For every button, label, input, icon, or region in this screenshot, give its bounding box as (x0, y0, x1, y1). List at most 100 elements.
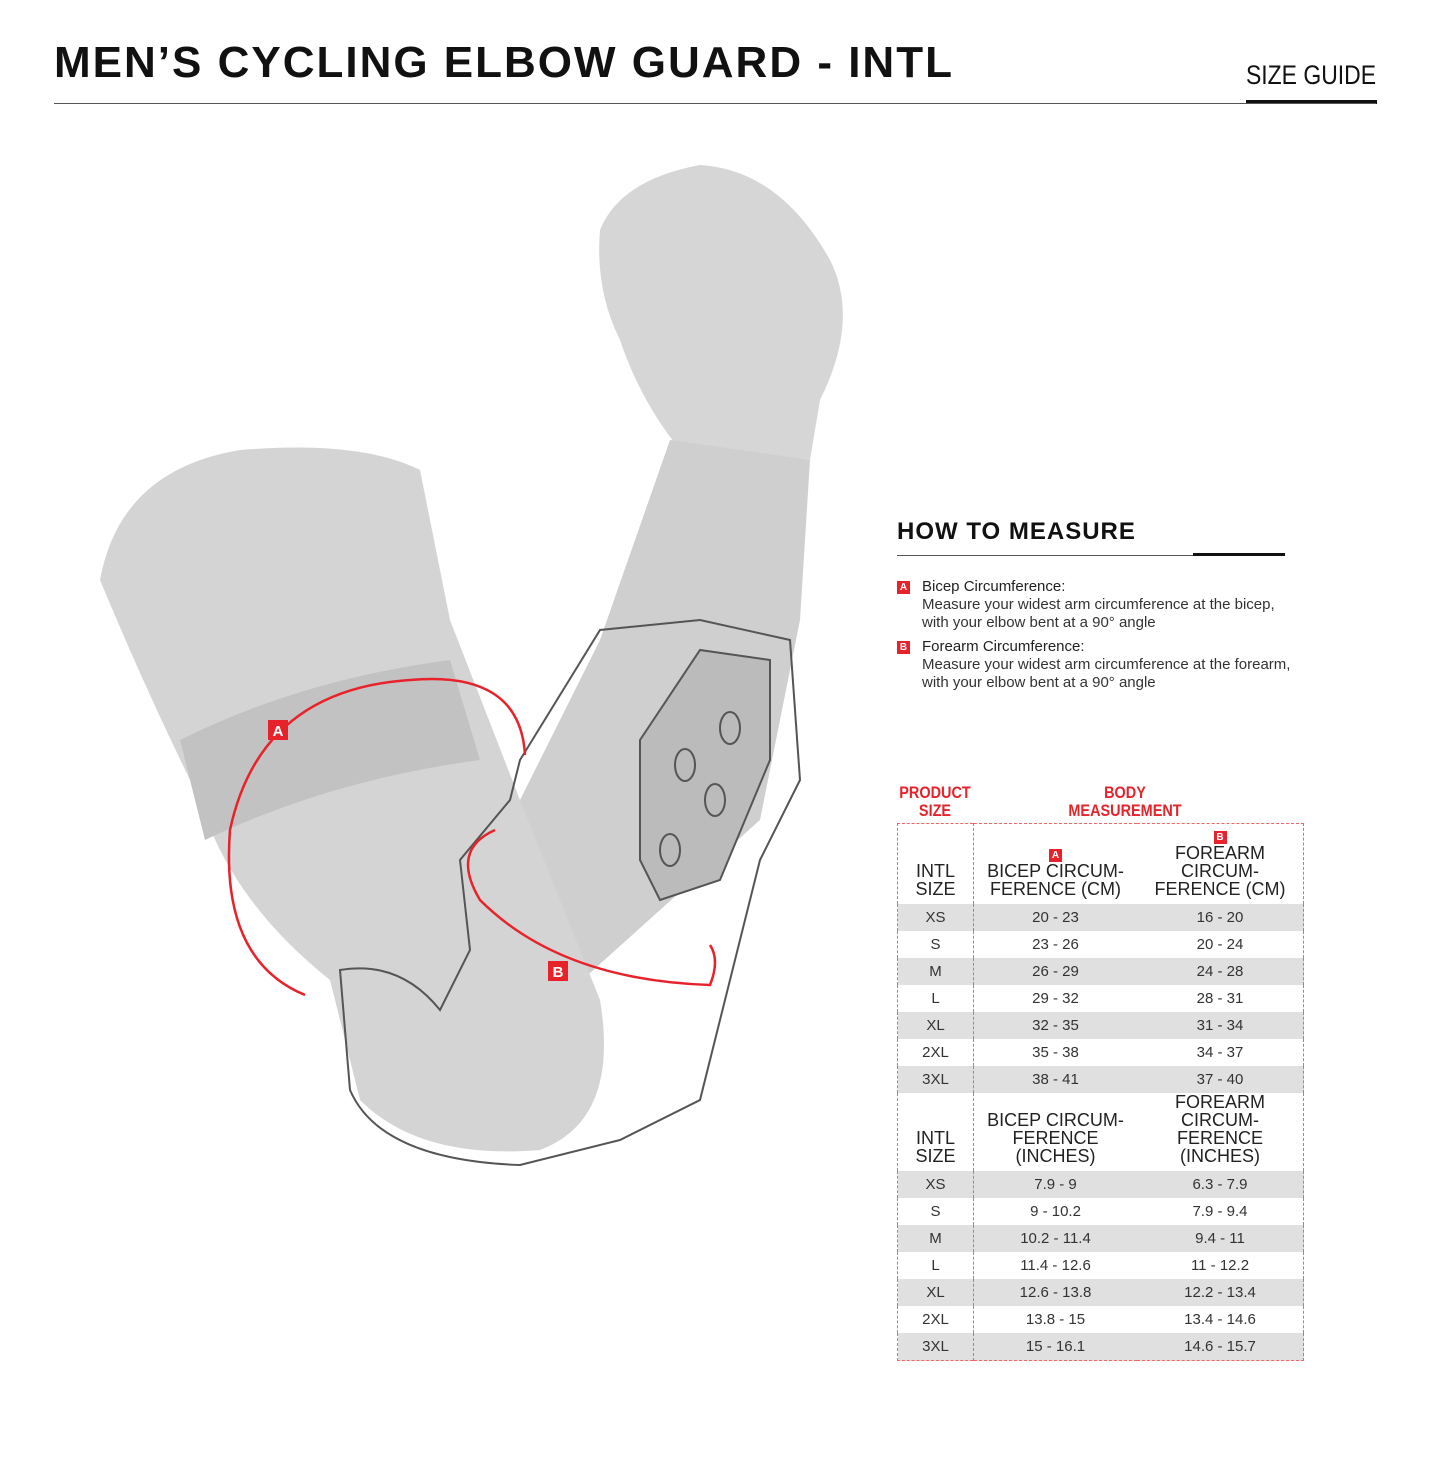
table-cell: 12.6 - 13.8 (973, 1279, 1137, 1306)
badge-b: B (1213, 831, 1227, 844)
table-cell: XS (897, 904, 974, 931)
guard-outline (338, 618, 802, 1167)
table-row: S 23 - 26 20 - 24 (897, 931, 1304, 958)
instruction-text: Measure your widest arm circumference at… (922, 656, 1291, 673)
table-row: L 11.4 - 12.6 11 - 12.2 (897, 1252, 1304, 1279)
table-cell: 32 - 35 (973, 1012, 1137, 1039)
table-cell: 10.2 - 11.4 (973, 1225, 1137, 1252)
table-row: L 29 - 32 28 - 31 (897, 985, 1304, 1012)
hand-shape (599, 165, 843, 460)
table-cell: 34 - 37 (1196, 1044, 1244, 1061)
forearm-measure-arrow (466, 828, 717, 987)
table-cell: 2XL (897, 1306, 974, 1333)
table-cell: 20 - 24 (1196, 936, 1244, 953)
sleeve-band (180, 660, 480, 840)
table-cell: L (897, 985, 974, 1012)
column-header: BICEP CIRCUM- FERENCE (INCHES) (974, 1093, 1138, 1171)
table-cell: 9 - 10.2 (1030, 1203, 1081, 1220)
table-cell: 26 - 29 (973, 958, 1137, 985)
table-cell: 28 - 31 (1196, 990, 1244, 1007)
instruction-heading: Forearm Circumference: (922, 638, 1085, 655)
table-cell: XL (897, 1279, 974, 1306)
table-cell: 12.2 - 13.4 (1137, 1279, 1304, 1306)
column-header: INTL SIZE (897, 1093, 974, 1171)
body-measurement-heading: BODY MEASUREMENT (1068, 783, 1182, 820)
table-cell: 13.4 - 14.6 (1184, 1311, 1256, 1328)
column-header-label: BICEP CIRCUM- FERENCE (INCHES) (987, 1110, 1124, 1166)
instruction-heading: Bicep Circumference: (922, 578, 1066, 595)
table-cell: XS (897, 1171, 974, 1198)
table-cell: M (897, 958, 974, 985)
table-cell: 7.9 - 9.4 (1192, 1203, 1248, 1220)
table-header-row: INTL SIZE BICEP CIRCUM- FERENCE (INCHES) F… (897, 1093, 1304, 1171)
table-cell: 14.6 - 15.7 (1137, 1333, 1304, 1361)
table-cell: 31 - 34 (1137, 1012, 1304, 1039)
instruction-bicep: A Bicep Circumference: Measure your wide… (897, 578, 1275, 632)
section-divider (897, 555, 1193, 556)
column-header-label: FOREARM CIRCUM- FERENCE (CM) (1154, 843, 1286, 899)
column-header: INTL SIZE (897, 823, 974, 904)
size-guide-label: SIZE GUIDE (1245, 60, 1376, 90)
table-cell: 35 - 38 (1032, 1044, 1079, 1061)
table-cell: 23 - 26 (1032, 936, 1079, 953)
table-cell: S (897, 1198, 974, 1225)
instruction-text: Measure your widest arm circumference at… (922, 596, 1275, 613)
badge-a: A (1049, 849, 1062, 862)
table-cell: 3XL (897, 1066, 974, 1093)
table-cell: 9.4 - 11 (1137, 1225, 1304, 1252)
table-row: S 9 - 10.2 7.9 - 9.4 (897, 1198, 1304, 1225)
table-cell: 2XL (897, 1039, 974, 1066)
instruction-text: with your elbow bent at a 90° angle (922, 674, 1156, 691)
section-divider-accent (1193, 553, 1285, 556)
table-cell: 16 - 20 (1137, 904, 1304, 931)
table-cell: 11 - 12.2 (1190, 1257, 1250, 1274)
table-row: 2XL 13.8 - 15 13.4 - 14.6 (897, 1306, 1304, 1333)
marker-a: A (273, 723, 284, 740)
table-cell: XL (897, 1012, 974, 1039)
column-header: FOREARM CIRCUM- FERENCE (INCHES) (1137, 1093, 1304, 1171)
table-cell: 6.3 - 7.9 (1137, 1171, 1304, 1198)
table-row: 2XL 35 - 38 34 - 37 (897, 1039, 1304, 1066)
marker-b: B (553, 964, 564, 981)
guard-pad (639, 648, 771, 902)
table-cell: 37 - 40 (1137, 1066, 1304, 1093)
instruction-text: with your elbow bent at a 90° angle (922, 614, 1156, 631)
table-cell: 7.9 - 9 (973, 1171, 1137, 1198)
table-cell: 13.8 - 15 (1025, 1311, 1086, 1328)
how-to-measure-title: HOW TO MEASURE (897, 518, 1136, 545)
badge-b: B (897, 641, 910, 654)
guide-underline (1246, 100, 1377, 104)
table-cell: L (897, 1252, 974, 1279)
header-divider (54, 103, 1376, 104)
table-cell: S (897, 931, 974, 958)
table-cell: 3XL (897, 1333, 974, 1361)
column-header-label: INTL SIZE (915, 861, 956, 899)
table-cell: M (897, 1225, 974, 1252)
column-header-label: INTL SIZE (915, 1128, 956, 1166)
table-cell: 29 - 32 (1032, 990, 1079, 1007)
column-header-label: FOREARM CIRCUM- FERENCE (INCHES) (1175, 1092, 1265, 1166)
page-title: MEN’S CYCLING ELBOW GUARD - INTL (54, 38, 954, 87)
instruction-forearm: B Forearm Circumference: Measure your wi… (897, 638, 1290, 692)
table-cell: 11.4 - 12.6 (1020, 1257, 1091, 1274)
upper-arm-shape (100, 447, 604, 1152)
table-cell: 15 - 16.1 (973, 1333, 1137, 1361)
badge-a: A (897, 581, 910, 594)
column-header-label: BICEP CIRCUM- FERENCE (CM) (987, 861, 1124, 899)
table-cell: 38 - 41 (973, 1066, 1137, 1093)
table-cell: 24 - 28 (1137, 958, 1304, 985)
arm-illustration: A B (100, 165, 843, 1167)
